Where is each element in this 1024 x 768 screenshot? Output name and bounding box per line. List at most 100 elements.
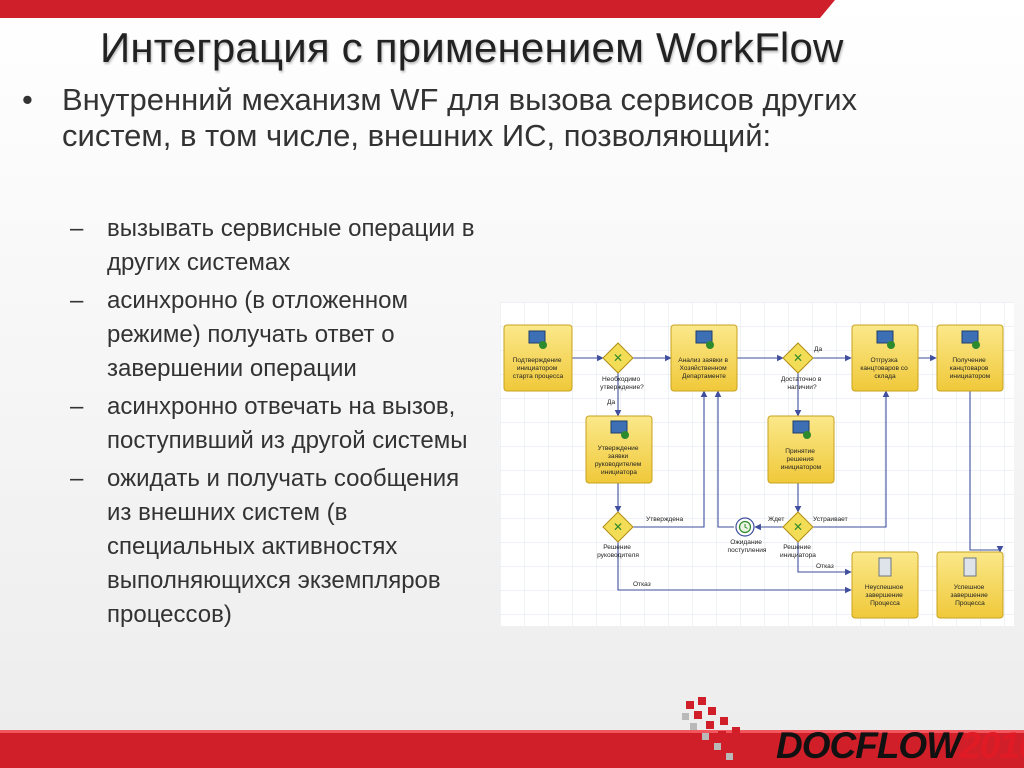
activity-label: склада <box>874 373 896 380</box>
activity-shipment: Отгрузка канцтоваров со склада <box>851 324 919 392</box>
event-wait-arrival: Ожидание поступления <box>728 517 767 554</box>
server-icon <box>878 557 892 577</box>
svg-text:Принятие решения и: Принятие решения инициатором <box>781 448 822 471</box>
person-icon <box>972 341 980 349</box>
activity-label: Неуспешное <box>865 584 904 591</box>
svg-text:Решение инициатора: Решение инициатора <box>780 544 816 559</box>
gateway-x-icon: ✕ <box>613 520 623 534</box>
gateway-initiator-decision: ✕ Решение инициатора <box>780 511 816 559</box>
svg-text:Получение канцтоваров: Получение канцтоваров инициатором <box>950 357 991 380</box>
computer-icon <box>610 420 628 434</box>
slide-title: Интеграция с применением WorkFlow <box>100 24 844 71</box>
gateway-label: Решение <box>783 544 811 551</box>
person-icon <box>539 341 547 349</box>
svg-text:Успешное завершение: Успешное завершение Процесса <box>950 584 989 607</box>
connector-receive-to-success <box>969 391 1004 553</box>
activity-label: Процесса <box>955 600 985 607</box>
activity-label: Подтверждение <box>513 357 562 364</box>
sub-bullet-marker: – <box>70 465 84 492</box>
sub-bullet-text: вызывать сервисные операции в других сис… <box>107 215 475 276</box>
computer-icon <box>876 330 894 344</box>
activity-label: Департаменте <box>682 373 726 380</box>
gateway-manager-decision: ✕ Решение руководителя <box>597 511 639 559</box>
sub-bullet-item: – ожидать и получать сообщения из внешни… <box>70 462 490 632</box>
activity-approve-manager: Утверждение заявки руководителем инициат… <box>585 415 653 484</box>
event-label: поступления <box>728 547 767 554</box>
gateway-label: руководителя <box>597 552 639 559</box>
activity-success-end: Успешное завершение Процесса <box>936 551 1004 619</box>
svg-text:Отгрузка канцтоваров со: Отгрузка канцтоваров со склада <box>860 357 909 380</box>
gateway-label: утверждение? <box>600 384 644 391</box>
activity-receive: Получение канцтоваров инициатором <box>936 324 1004 392</box>
activity-label: инициатора <box>601 469 637 476</box>
svg-text:Решение руководителя: Решение руководителя <box>597 544 639 559</box>
person-icon <box>887 341 895 349</box>
gateway-label: Решение <box>603 544 631 551</box>
edge-label-approved: Утверждена <box>646 516 684 523</box>
gateway-x-icon: ✕ <box>793 351 803 365</box>
server-icon <box>963 557 977 577</box>
gateway-x-icon: ✕ <box>793 520 803 534</box>
svg-text:Анализ заявки в Хозяйств: Анализ заявки в Хозяйственном Департамен… <box>678 357 730 380</box>
bottom-red-bar <box>0 730 1024 768</box>
computer-icon <box>961 330 979 344</box>
activity-label: решения <box>786 456 814 463</box>
connector-gw4-to-fail <box>797 542 852 576</box>
activity-label: Отгрузка <box>870 357 897 364</box>
connector-gw2-to-fail <box>617 542 852 594</box>
activity-fail-end: Неуспешное завершение Процесса <box>851 551 919 619</box>
connector-wait-to-analysis <box>714 390 734 528</box>
sub-bullet-item: – асинхронно отвечать на вызов, поступив… <box>70 390 490 458</box>
gateway-label: Необходимо <box>602 375 640 383</box>
edge-label-rejected: Отказ <box>816 563 834 570</box>
activity-label: завершение <box>865 592 903 599</box>
activity-label: Получение <box>952 357 986 364</box>
svg-text:Ожидание поступления: Ожидание поступления <box>728 539 767 554</box>
activity-label: старта процесса <box>513 373 564 380</box>
connectors <box>572 354 1004 594</box>
edge-label-rejected: Отказ <box>633 581 651 588</box>
gateway-x-icon: ✕ <box>613 351 623 365</box>
activity-label: руководителем <box>595 461 642 468</box>
activity-analysis: Анализ заявки в Хозяйственном Департамен… <box>670 324 738 392</box>
workflow-diagram: Подтверждение инициатором старта процесс… <box>500 302 1014 626</box>
sub-bullet-item: – асинхронно (в отложенном режиме) получ… <box>70 284 490 386</box>
activity-label: канцтоваров со <box>860 365 908 372</box>
gateway-in-stock: ✕ Достаточно в наличии? <box>781 342 823 391</box>
svg-text:Достаточно в наличии?: Достаточно в наличии? <box>781 376 823 391</box>
activity-label: канцтоваров <box>950 365 989 372</box>
bullet-marker: • <box>22 82 33 117</box>
edge-label-yes: Да <box>607 399 615 406</box>
activity-label: завершение <box>950 592 988 599</box>
activity-label: Утверждение <box>598 445 639 452</box>
sub-bullet-text: асинхронно (в отложенном режиме) получат… <box>107 287 409 382</box>
activity-label: Принятие <box>785 448 815 455</box>
activity-label: заявки <box>608 453 629 460</box>
computer-icon <box>792 420 810 434</box>
svg-text:Неуспешное завершение: Неуспешное завершение Процесса <box>865 584 905 607</box>
activity-label: инициатором <box>517 365 558 372</box>
svg-text:Необходимо утверждение?: Необходимо утверждение? <box>600 375 644 391</box>
brand-word: DOCFLOW <box>776 725 961 766</box>
activity-label: Анализ заявки в <box>678 357 728 364</box>
sub-bullet-item: – вызывать сервисные операции в других с… <box>70 212 490 280</box>
edge-label-yes: Да <box>814 346 822 353</box>
activity-label: Хозяйственном <box>680 364 728 372</box>
main-bullet-text: Внутренний механизм WF для вызова сервис… <box>62 82 858 153</box>
activity-start: Подтверждение инициатором старта процесс… <box>503 324 573 392</box>
connector-gw4-to-shipment <box>813 390 890 528</box>
sub-bullet-list: – вызывать сервисные операции в других с… <box>70 212 490 636</box>
computer-icon <box>528 330 546 344</box>
activity-decision-initiator: Принятие решения инициатором <box>767 415 835 484</box>
gateway-label: Достаточно в <box>781 376 822 383</box>
gateway-need-approval: ✕ Необходимо утверждение? <box>600 342 644 391</box>
event-label: Ожидание <box>730 539 762 546</box>
sub-bullet-marker: – <box>70 215 84 242</box>
activity-label: инициатором <box>950 373 991 380</box>
sub-bullet-marker: – <box>70 287 84 314</box>
svg-text:Подтверждение инициаторо: Подтверждение инициатором старта процесс… <box>513 357 564 380</box>
sub-bullet-text: асинхронно отвечать на вызов, поступивши… <box>107 393 468 454</box>
docflow-logo-squares <box>682 697 764 760</box>
brand-year: 2010 <box>960 725 1024 766</box>
sub-bullet-marker: – <box>70 393 84 420</box>
